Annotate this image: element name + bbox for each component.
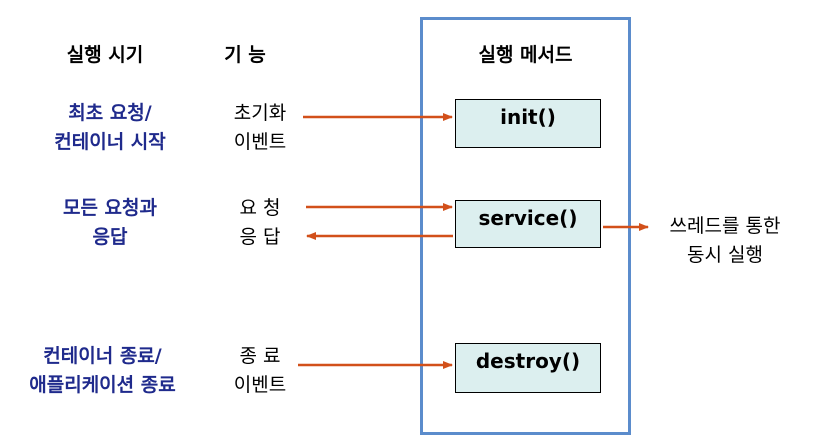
thread-note: 쓰레드를 통한 동시 실행: [650, 212, 800, 270]
function-label-service: 요 청 응 답: [210, 194, 310, 252]
service-dispatch-note: doGet()과 doPost()로 분기: [430, 259, 620, 311]
destroy-method-box: destroy(): [455, 343, 601, 393]
timing-line: 컨테이너 종료/: [43, 345, 162, 367]
timing-line: 최초 요청/: [68, 102, 152, 124]
function-line: 초기화: [233, 102, 287, 124]
timing-label-destroy: 컨테이너 종료/ 애플리케이션 종료: [0, 342, 205, 400]
init-method-box: init(): [455, 99, 601, 148]
function-line: 응 답: [239, 226, 281, 248]
header-timing: 실행 시기: [66, 44, 144, 66]
service-method-box: service(): [455, 200, 601, 248]
timing-line: 애플리케이션 종료: [29, 374, 176, 396]
function-line: 이벤트: [233, 374, 287, 396]
function-line: 이벤트: [233, 131, 287, 153]
header-methods: 실행 메서드: [478, 44, 573, 66]
function-label-destroy: 종 료 이벤트: [210, 342, 310, 400]
thread-line: 동시 실행: [687, 244, 763, 266]
thread-line: 쓰레드를 통한: [669, 215, 781, 237]
timing-label-init: 최초 요청/ 컨테이너 시작: [15, 99, 205, 157]
dispatch-line: doPost()로 분기: [463, 288, 587, 308]
dispatch-line: doGet()과: [484, 262, 566, 282]
timing-label-service: 모든 요청과 응답: [15, 194, 205, 252]
function-label-init: 초기화 이벤트: [210, 99, 310, 157]
timing-line: 컨테이너 시작: [54, 131, 166, 153]
header-function: 기 능: [224, 44, 266, 66]
timing-line: 응답: [92, 226, 128, 248]
function-line: 종 료: [239, 345, 281, 367]
function-line: 요 청: [239, 197, 281, 219]
timing-line: 모든 요청과: [62, 197, 157, 219]
